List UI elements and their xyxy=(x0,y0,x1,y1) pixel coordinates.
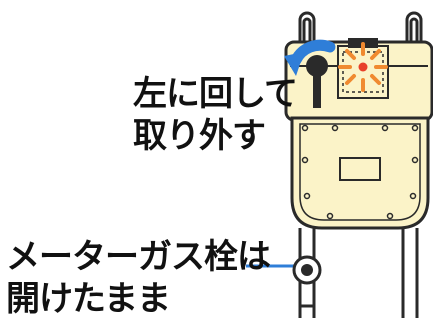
flash-burst-icon xyxy=(338,42,388,92)
meter-knob xyxy=(306,55,328,108)
gas-valve-icon xyxy=(292,255,322,308)
valve-instruction: メーターガス栓は 開けたまま xyxy=(6,236,271,320)
remove-instruction: 左に回して 取り外す xyxy=(133,73,298,157)
rotate-left-arrow-icon xyxy=(284,39,336,76)
remove-instruction-line2: 取り外す xyxy=(133,116,266,156)
valve-instruction-line2: 開けたまま xyxy=(6,279,171,319)
meter-bolts xyxy=(301,124,419,220)
meter-display xyxy=(339,157,381,181)
valve-instruction-line1: メーターガス栓は xyxy=(6,237,271,277)
top-pipes xyxy=(298,11,423,50)
remove-instruction-line1: 左に回して xyxy=(133,74,298,114)
